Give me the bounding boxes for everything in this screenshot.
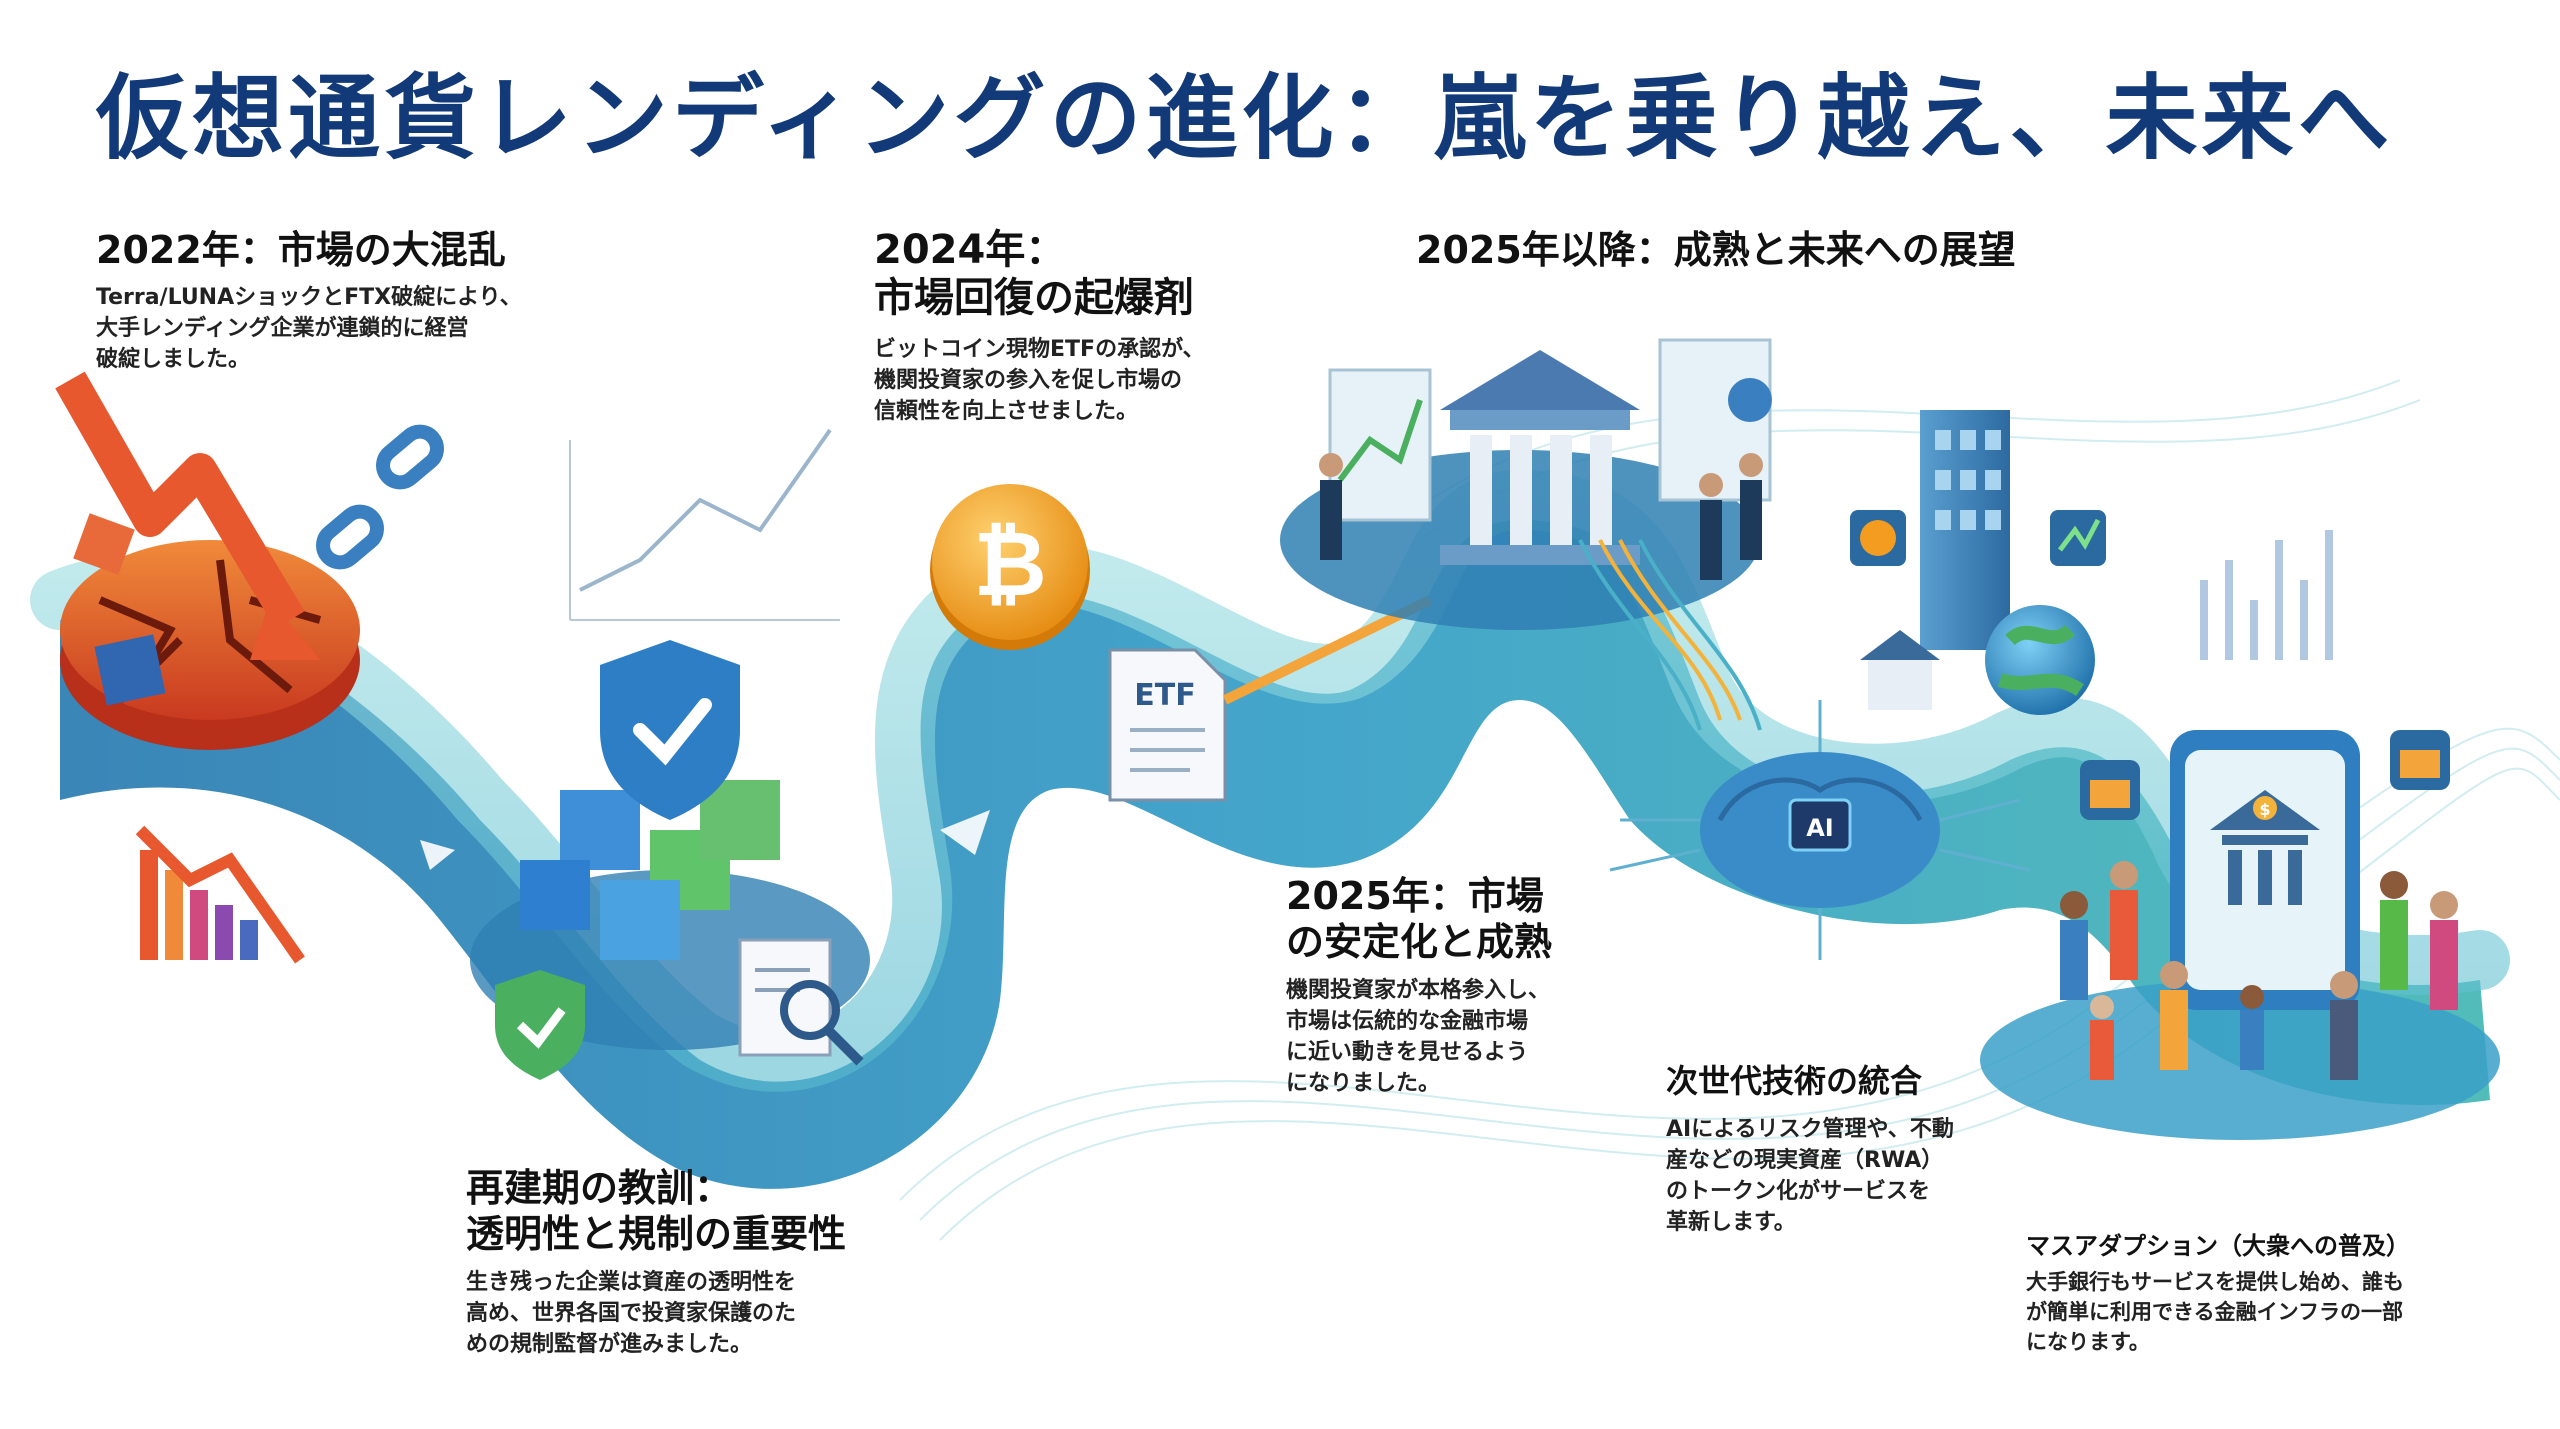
body-line: が簡単に利用できる金融インフラの一部 <box>2026 1299 2403 1324</box>
section-2025-outlook: 2025年以降：成熟と未来への展望 <box>1416 228 2216 274</box>
section-heading: マスアダプション（大衆への普及） <box>2026 1232 2410 1260</box>
section-2025-stabilization: 2025年：市場 の安定化と成熟 機関投資家が本格参入し、 市場は伝統的な金融市… <box>1286 874 1646 1099</box>
bitcoin-coin: ₿ <box>930 484 1090 650</box>
body-line: めの規制監督が進みました。 <box>466 1332 753 1358</box>
body-line: 生き残った企業は資産の透明性を <box>466 1270 797 1296</box>
body-line: 機関投資家の参入を促し市場の <box>874 368 1183 393</box>
ai-label: AI <box>1806 814 1834 842</box>
body-line: 産などの現実資産（RWA） <box>1666 1148 1944 1174</box>
crisis-platform <box>55 371 444 750</box>
section-body: ビットコイン現物ETFの承認が、 機関投資家の参入を促し市場の 信頼性を向上させ… <box>874 334 1394 427</box>
body-line: 高め、世界各国で投資家保護のた <box>466 1301 797 1327</box>
heading-line: 2024年： <box>874 227 1066 273</box>
ai-brain: AI <box>1609 700 2031 960</box>
body-line: になります。 <box>2026 1329 2150 1354</box>
body-line: AIによるリスク管理や、不動 <box>1666 1117 1954 1143</box>
body-line: 信頼性を向上させました。 <box>874 399 1139 424</box>
page-title: 仮想通貨レンディングの進化：嵐を乗り越え、未来へ <box>96 65 2394 172</box>
body-line: Terra/LUNAショックとFTX破綻により、 <box>96 284 522 310</box>
section-body: AIによるリスク管理や、不動 産などの現実資産（RWA） のトークン化がサービス… <box>1666 1114 2066 1238</box>
heading-line: 2025年：市場 <box>1286 874 1544 918</box>
body-line: 機関投資家が本格参入し、 <box>1286 978 1551 1004</box>
body-line: のトークン化がサービスを <box>1666 1179 1931 1205</box>
body-line: に近い動きを見せるよう <box>1286 1040 1529 1066</box>
section-body: 機関投資家が本格参入し、 市場は伝統的な金融市場 に近い動きを見せるよう になり… <box>1286 975 1646 1099</box>
section-2022-crisis: 2022年：市場の大混乱 Terra/LUNAショックとFTX破綻により、 大手… <box>96 228 616 375</box>
heading-line: 市場回復の起爆剤 <box>874 275 1194 321</box>
heading-line: の安定化と成熟 <box>1286 919 1553 964</box>
section-rebuild-lessons: 再建期の教訓： 透明性と規制の重要性 生き残った企業は資産の透明性を 高め、世界… <box>466 1166 1026 1360</box>
body-line: になりました。 <box>1286 1071 1441 1097</box>
body-line: ビットコイン現物ETFの承認が、 <box>874 337 1205 362</box>
city-platform <box>1850 410 2106 715</box>
body-line: 大手銀行もサービスを提供し始め、誰も <box>2026 1269 2404 1294</box>
section-heading: 再建期の教訓： 透明性と規制の重要性 <box>466 1166 1026 1257</box>
body-line: 市場は伝統的な金融市場 <box>1286 1009 1529 1035</box>
section-heading: 2025年：市場 の安定化と成熟 <box>1286 874 1646 965</box>
faint-bar-chart <box>2200 530 2333 660</box>
section-body: Terra/LUNAショックとFTX破綻により、 大手レンディング企業が連鎖的に… <box>96 282 616 375</box>
body-line: 破綻しました。 <box>96 346 251 372</box>
section-body: 大手銀行もサービスを提供し始め、誰も が簡単に利用できる金融インフラの一部 にな… <box>2026 1267 2546 1357</box>
section-body: 生き残った企業は資産の透明性を 高め、世界各国で投資家保護のた めの規制監督が進… <box>466 1267 1026 1360</box>
bitcoin-symbol: ₿ <box>973 512 1046 617</box>
etf-label: ETF <box>1134 678 1195 713</box>
falling-bars <box>135 825 305 964</box>
dollar-symbol: $ <box>2259 800 2270 819</box>
section-next-gen-tech: 次世代技術の統合 AIによるリスク管理や、不動 産などの現実資産（RWA） のト… <box>1666 1062 2066 1238</box>
section-heading: 2024年： 市場回復の起爆剤 <box>874 226 1394 322</box>
body-line: 革新します。 <box>1666 1210 1796 1236</box>
faint-line-chart <box>569 428 840 621</box>
bank-platform <box>1280 338 1772 731</box>
mobile-bank-platform: $ <box>1980 730 2500 1140</box>
security-platform <box>470 640 870 1080</box>
road-arrows <box>420 810 2050 990</box>
section-heading: 2022年：市場の大混乱 <box>96 228 506 272</box>
section-heading: 2025年以降：成熟と未来への展望 <box>1416 228 2016 272</box>
heading-line: 再建期の教訓： <box>466 1166 733 1210</box>
heading-line: 透明性と規制の重要性 <box>466 1211 847 1256</box>
section-mass-adoption: マスアダプション（大衆への普及） 大手銀行もサービスを提供し始め、誰も が簡単に… <box>2026 1232 2546 1357</box>
body-line: 大手レンディング企業が連鎖的に経営 <box>96 315 469 341</box>
section-2024-recovery: 2024年： 市場回復の起爆剤 ビットコイン現物ETFの承認が、 機関投資家の参… <box>874 226 1394 427</box>
section-heading: 次世代技術の統合 <box>1666 1062 1923 1100</box>
